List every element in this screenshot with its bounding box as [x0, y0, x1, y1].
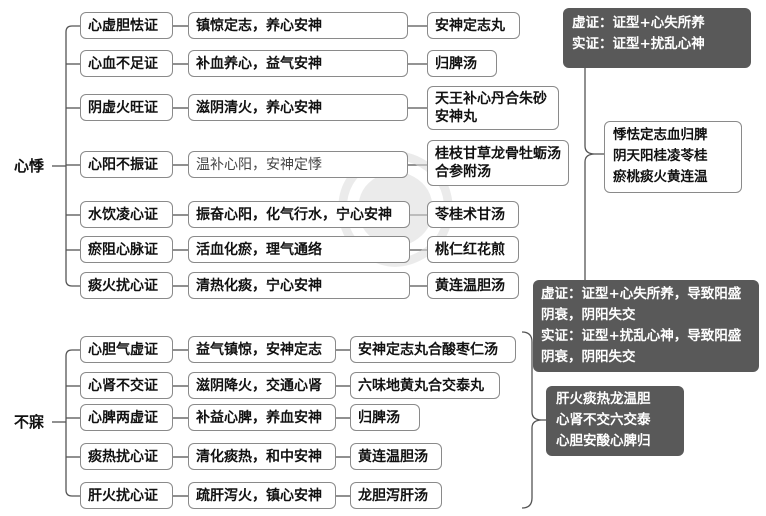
syndrome-box: 心虚胆怯证 [80, 12, 173, 39]
method-box: 温补心阳，安神定悸 [188, 151, 408, 178]
method-box: 活血化瘀，理气通络 [188, 236, 410, 263]
method-box: 振奋心阳，化气行水，宁心安神 [188, 201, 410, 228]
insomnia-bracket-spine [65, 349, 80, 497]
syndrome-box: 心胆气虚证 [80, 336, 173, 363]
formula-box: 苓桂术甘汤 [427, 201, 519, 228]
palpitation-bracket-spine [65, 25, 80, 287]
formula-box: 桃仁红花煎 [427, 236, 519, 263]
method-box: 补血养心，益气安神 [188, 50, 408, 77]
formula-box: 归脾汤 [350, 404, 420, 431]
formula-box: 黄连温胆汤 [350, 443, 442, 470]
syndrome-box: 痰火扰心证 [80, 272, 173, 299]
note-insomnia-summary: 虚证：证型+心失所养，导致阳盛阴衰，阴阳失交 实证：证型+扰乱心神，导致阳盛阴衰… [533, 280, 759, 372]
syndrome-box: 阴虚火旺证 [80, 94, 173, 121]
syndrome-box: 心阳不振证 [80, 151, 173, 178]
method-box: 清化痰热，和中安神 [188, 443, 336, 470]
syndrome-box: 心脾两虚证 [80, 404, 173, 431]
method-box: 疏肝泻火，镇心安神 [188, 482, 336, 509]
root-insomnia: 不寐 [14, 413, 45, 431]
method-box: 补益心脾，养血安神 [188, 404, 336, 431]
formula-box: 天王补心丹合朱砂安神丸 [427, 86, 559, 130]
formula-box: 龙胆泻肝汤 [350, 482, 442, 509]
syndrome-box: 肝火扰心证 [80, 482, 173, 509]
syndrome-box: 心血不足证 [80, 50, 173, 77]
syndrome-box: 痰热扰心证 [80, 443, 173, 470]
formula-box: 桂枝甘草龙骨牡蛎汤合参附汤 [427, 140, 569, 186]
note-insomnia-mnemonic: 肝火痰热龙温胆 心肾不交六交泰 心胆安酸心脾归 [546, 386, 684, 456]
formula-box: 黄连温胆汤 [427, 272, 519, 299]
formula-box: 六味地黄丸合交泰丸 [350, 372, 500, 399]
formula-box: 安神定志丸合酸枣仁汤 [350, 336, 516, 363]
formula-box: 安神定志丸 [427, 12, 520, 39]
method-box: 镇惊定志，养心安神 [188, 12, 408, 39]
syndrome-box: 心肾不交证 [80, 372, 173, 399]
formula-box: 归脾汤 [427, 50, 497, 77]
method-box: 清热化痰，宁心安神 [188, 272, 410, 299]
syndrome-box: 水饮凌心证 [80, 201, 173, 228]
method-box: 益气镇惊，安神定志 [188, 336, 336, 363]
root-palpitation: 心悸 [14, 157, 45, 175]
syndrome-box: 瘀阻心脉证 [80, 236, 173, 263]
method-box: 滋阴降火，交通心肾 [188, 372, 336, 399]
note-palpitation-mnemonic: 悸怯定志血归脾 阴天阳桂凌苓桂 瘀桃痰火黄连温 [604, 121, 742, 193]
method-box: 滋阴清火，养心安神 [188, 94, 408, 121]
note-palpitation-summary: 虚证：证型+心失所养 实证：证型+扰乱心神 [563, 8, 751, 68]
